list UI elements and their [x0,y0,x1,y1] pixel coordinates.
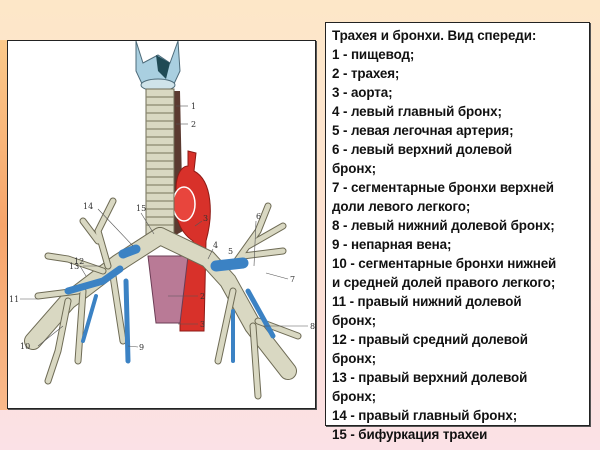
callout-11: 11 [9,295,19,304]
legend-line: доли левого легкого; [332,199,471,214]
legend-line: и средней долей правого легкого; [332,275,556,290]
pulmonary-vessels [64,244,276,364]
callout-10: 10 [20,342,30,351]
legend-title: Трахея и бронхи. Вид спереди: [332,28,537,43]
anatomy-illustration: 1 2 3 4 5 6 7 8 9 10 11 12 13 14 15 2 3 [7,40,316,409]
callout-12: 12 [74,257,84,266]
callout-lines [20,105,308,348]
callout-14: 14 [83,202,93,211]
legend-line: 7 - сегментарные бронхи верхней [332,180,554,195]
legend-line: бронх; [332,313,377,328]
legend-line: 11 - правый нижний долевой [332,294,522,309]
legend-line: 5 - левая легочная артерия; [332,123,514,138]
callout-3: 3 [203,214,208,223]
callout-3b: 3 [200,320,205,329]
legend-line: 13 - правый верхний долевой [332,370,528,385]
legend-line: 2 - трахея; [332,66,400,81]
esophagus-lower [147,255,189,324]
legend-line: 3 - аорта; [332,85,393,100]
callout-2b: 2 [200,292,205,301]
page-edge-glow [0,40,8,410]
callout-13: 13 [69,262,79,271]
legend-line: 14 - правый главный бронх; [332,408,518,423]
callout-15: 15 [136,204,146,213]
legend-line: 15 - бифуркация трахеи [332,427,488,442]
larynx-shape [135,41,181,92]
legend-line: 4 - левый главный бронх; [332,104,502,119]
callout-8: 8 [310,322,315,331]
legend-line: 10 - сегментарные бронхи нижней [332,256,557,271]
trachea-shape [145,88,175,240]
legend-panel: Трахея и бронхи. Вид спереди: 1 - пищево… [325,22,590,442]
callout-1: 1 [191,102,196,111]
legend-line: 6 - левый верхний долевой [332,142,513,157]
legend-line: 9 - непарная вена; [332,237,452,252]
callout-2: 2 [191,120,196,129]
callout-6: 6 [256,212,261,221]
callout-numbers: 1 2 3 4 5 6 7 8 9 10 11 12 13 14 15 2 3 [9,102,315,352]
callout-7: 7 [290,275,295,284]
trachea-bronchi-drawing: 1 2 3 4 5 6 7 8 9 10 11 12 13 14 15 2 3 [9,41,315,400]
callout-4: 4 [213,241,218,250]
legend-line: 1 - пищевод; [332,47,415,62]
legend-line: 12 - правый средний долевой [332,332,528,347]
legend-line: бронх; [332,161,377,176]
legend-line: бронх; [332,351,377,366]
legend-line: 8 - левый нижний долевой бронх; [332,218,555,233]
legend-line: бронх; [332,389,377,404]
callout-5: 5 [228,247,233,256]
callout-9: 9 [139,343,144,352]
